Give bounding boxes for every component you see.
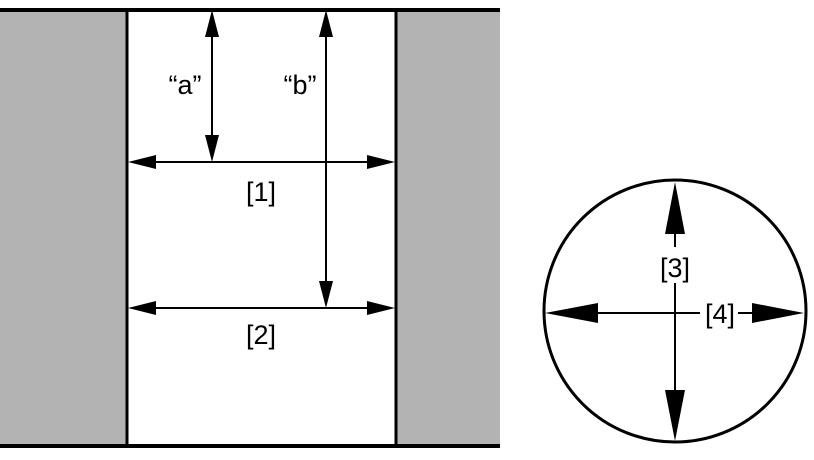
dimension-a-arrow	[205, 10, 219, 162]
label-1: [1]	[246, 177, 276, 207]
label-b: “b”	[284, 70, 317, 100]
label-a: “a”	[169, 70, 202, 100]
right-wall	[396, 10, 500, 446]
cylinder-section	[0, 8, 500, 448]
label-3: [3]	[660, 253, 690, 283]
measurement-3-arrow	[665, 182, 685, 441]
dimension-b-arrow	[319, 10, 333, 308]
bore-circle-section: [3] [4]	[542, 178, 808, 444]
measurement-2-arrow	[128, 301, 395, 315]
label-4: [4]	[705, 299, 735, 329]
left-wall	[0, 10, 127, 446]
measurement-4-arrow	[545, 303, 804, 323]
measurement-1-arrow	[128, 155, 395, 169]
label-2: [2]	[246, 320, 276, 350]
